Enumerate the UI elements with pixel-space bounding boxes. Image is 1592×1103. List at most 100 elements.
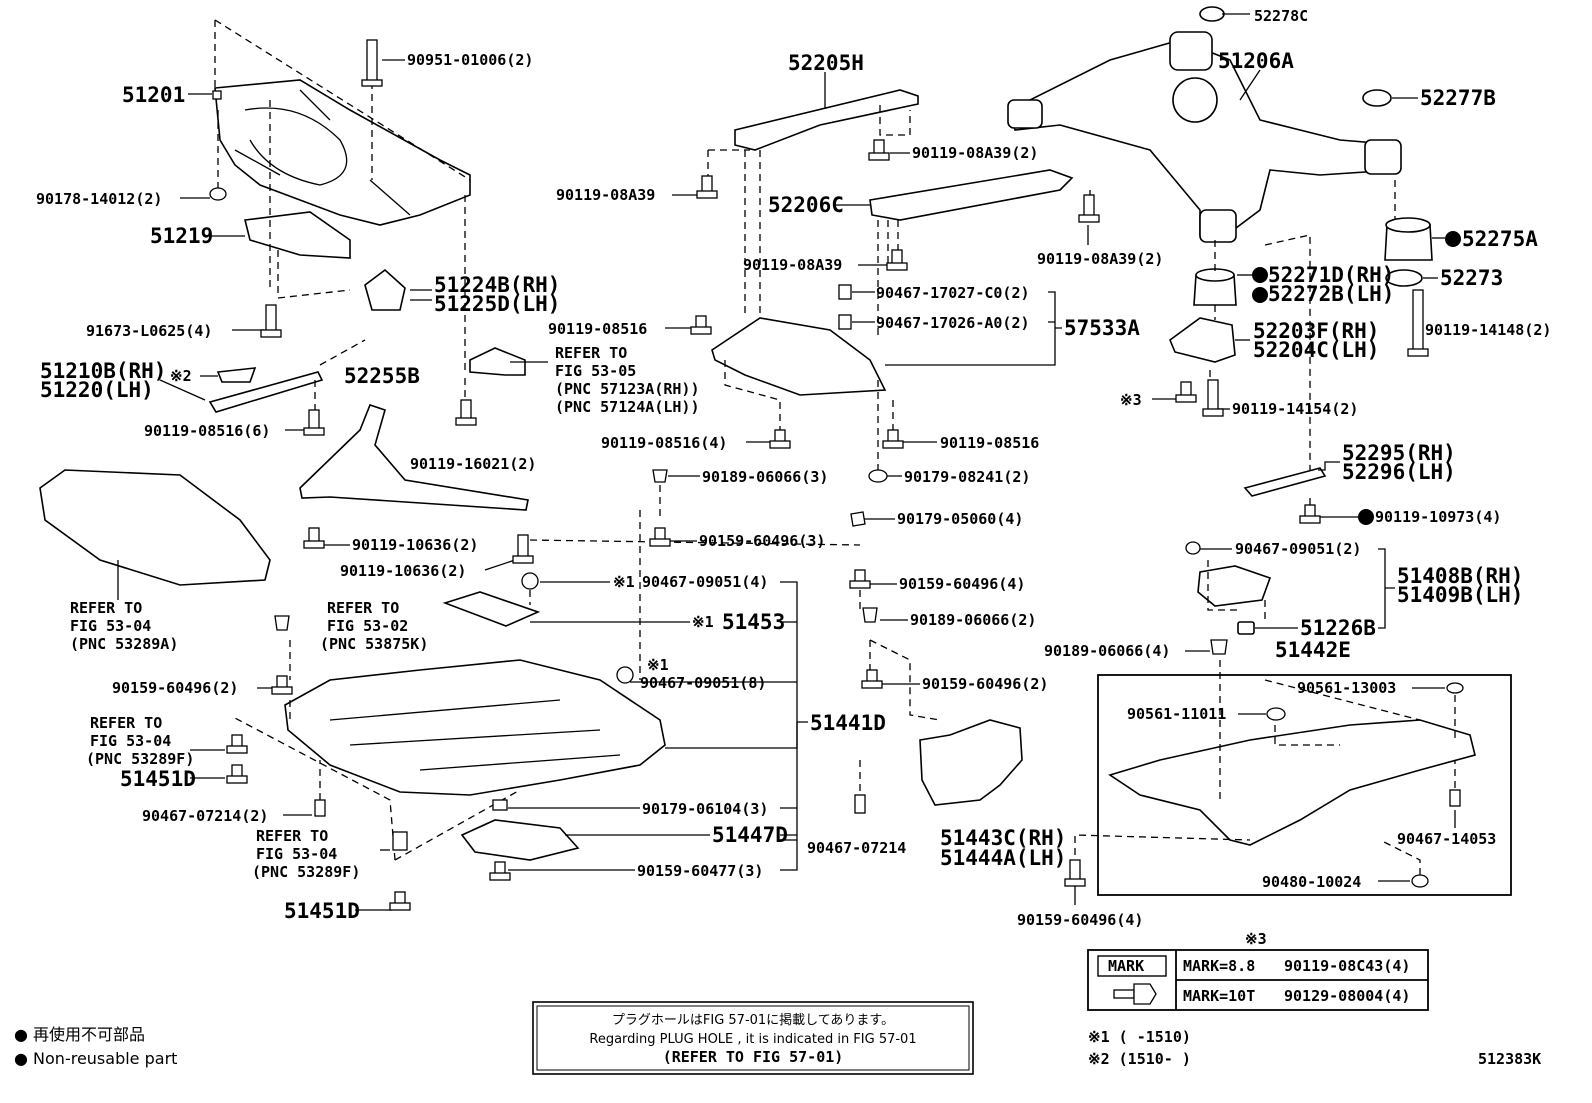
label-51453: 51453 — [722, 610, 785, 634]
connection-lines — [214, 19, 1456, 878]
refer-53-04a-line1: REFER TO — [70, 599, 142, 617]
mark-row2-mark: MARK=10T — [1183, 987, 1255, 1005]
footnote-2: ※2 (1510- ) — [1088, 1050, 1191, 1068]
plug-note-line3: (REFER TO FIG 57-01) — [663, 1048, 844, 1066]
plug-hole-note: プラグホールはFIG 57-01に掲載してあります。 Regarding PLU… — [532, 1001, 974, 1075]
refer-53-04c-line2: FIG 53-04 — [256, 845, 337, 863]
label-51201: 51201 — [122, 83, 185, 107]
label-90480-10024: 90480-10024 — [1262, 873, 1361, 891]
label-mark-1a: ※1 — [613, 573, 635, 591]
label-90467-07214: 90467-07214 — [807, 839, 906, 857]
label-90119-16021: 90119-16021(2) — [410, 455, 536, 473]
label-51451D-b: 51451D — [284, 899, 360, 923]
mark-row1-part: 90119-08C43(4) — [1284, 957, 1410, 975]
label-90179-05060: 90179-05060(4) — [897, 510, 1023, 528]
fasteners — [209, 39, 1464, 911]
label-90119-08516-4: 90119-08516(4) — [601, 434, 727, 452]
plug-note-line2: Regarding PLUG HOLE , it is indicated in… — [589, 1032, 916, 1047]
refer-53-04b-line2: FIG 53-04 — [90, 732, 171, 750]
label-51224B: 51224B(RH) — [434, 273, 560, 297]
label-51442E: 51442E — [1275, 638, 1351, 662]
label-51443C: 51443C(RH) — [940, 826, 1066, 850]
label-51206A: 51206A — [1218, 49, 1294, 73]
refer-53-02-line1: REFER TO — [327, 599, 399, 617]
label-90178-14012: 90178-14012(2) — [36, 190, 162, 208]
label-90179-06104: 90179-06104(3) — [642, 800, 768, 818]
part-drawings — [39, 6, 1512, 896]
leader-lines — [117, 13, 1456, 911]
label-90159-60477: 90159-60477(3) — [637, 862, 763, 880]
refer-53-02-line3: (PNC 53875K) — [320, 635, 428, 653]
refer-53-04b-line1: REFER TO — [90, 714, 162, 732]
label-52204C: 52204C(LH) — [1253, 338, 1379, 362]
refer-53-05-line2: FIG 53-05 — [555, 362, 636, 380]
label-90189-06066-4: 90189-06066(4) — [1044, 642, 1170, 660]
label-52272B: 52272B(LH) — [1268, 282, 1394, 306]
plug-note-line1: プラグホールはFIG 57-01に掲載してあります。 — [612, 1012, 894, 1028]
label-mark-3: ※3 — [1120, 391, 1142, 409]
nonreusable-markers — [1252, 231, 1461, 525]
mark-label: MARK — [1108, 957, 1144, 975]
label-51408B: 51408B(RH) — [1397, 564, 1523, 588]
footnote-1: ※1 ( -1510) — [1088, 1028, 1191, 1046]
label-51219: 51219 — [150, 224, 213, 248]
refer-53-04a-line3: (PNC 53289A) — [70, 635, 178, 653]
refer-53-05-line3: (PNC 57123A(RH)) — [555, 380, 700, 398]
legend-en: ● Non-reusable part — [14, 1049, 177, 1068]
label-mark-1c: ※1 — [647, 656, 669, 674]
legend: ● 再使用不可部品 ● Non-reusable part — [14, 1025, 177, 1068]
label-90467-17027: 90467-17027-C0(2) — [876, 284, 1030, 302]
label-52205H: 52205H — [788, 51, 864, 75]
figure-id: 512383K — [1478, 1050, 1541, 1068]
bolt-head-icon — [1113, 983, 1157, 1005]
label-90189-06066-2: 90189-06066(2) — [910, 611, 1036, 629]
label-90119-08A39-d: 90119-08A39(2) — [1037, 250, 1163, 268]
label-90467-09051-4: 90467-09051(4) — [642, 573, 768, 591]
legend-jp: ● 再使用不可部品 — [14, 1025, 145, 1044]
label-52296: 52296(LH) — [1342, 460, 1456, 484]
label-90467-09051-8: 90467-09051(8) — [640, 674, 766, 692]
label-52277B: 52277B — [1420, 86, 1496, 110]
label-90159-60496-2b: 90159-60496(2) — [922, 675, 1048, 693]
label-52271D: 52271D(RH) — [1268, 263, 1394, 287]
label-52278C: 52278C — [1254, 7, 1308, 25]
label-51441D: 51441D — [810, 711, 886, 735]
label-52203F: 52203F(RH) — [1253, 319, 1379, 343]
label-51225D: 51225D(LH) — [434, 292, 560, 316]
label-90467-17026: 90467-17026-A0(2) — [876, 314, 1030, 332]
label-90119-08A39-b: 90119-08A39 — [556, 186, 655, 204]
label-90561-13003: 90561-13003 — [1297, 679, 1396, 697]
label-90159-60496-4b: 90159-60496(4) — [1017, 911, 1143, 929]
label-90119-08516-a: 90119-08516 — [548, 320, 647, 338]
label-90119-14148: 90119-14148(2) — [1425, 321, 1551, 339]
label-51444A: 51444A(LH) — [940, 846, 1066, 870]
label-90119-08516-6: 90119-08516(6) — [144, 422, 270, 440]
label-90119-10636-b: 90119-10636(2) — [340, 562, 466, 580]
label-90119-08A39-a: 90119-08A39(2) — [912, 144, 1038, 162]
label-51226B: 51226B — [1300, 616, 1376, 640]
label-90179-08241: 90179-08241(2) — [904, 468, 1030, 486]
label-90119-10636-a: 90119-10636(2) — [352, 536, 478, 554]
label-mark-1b: ※1 — [692, 613, 714, 631]
part-labels: 52278C 90951-01006(2) 51201 52205H 51206… — [36, 7, 1551, 929]
label-90189-06066-3: 90189-06066(3) — [702, 468, 828, 486]
label-90119-08516-b: 90119-08516 — [940, 434, 1039, 452]
label-90467-14053: 90467-14053 — [1397, 830, 1496, 848]
mark-table: ※3 MARK MARK=8.8 90119-08C43(4) MARK=10T… — [1087, 930, 1429, 1011]
mark-row1-mark: MARK=8.8 — [1183, 957, 1255, 975]
refer-53-04c-line1: REFER TO — [256, 827, 328, 845]
footnotes: ※1 ( -1510) ※2 (1510- ) 512383K — [1088, 1028, 1541, 1068]
label-52295: 52295(RH) — [1342, 441, 1456, 465]
label-90119-08A39-c: 90119-08A39 — [743, 256, 842, 274]
label-52206C: 52206C — [768, 193, 844, 217]
label-90119-10973: 90119-10973(4) — [1375, 508, 1501, 526]
refer-53-04c-line3: (PNC 53289F) — [252, 863, 360, 881]
label-90467-09051-2: 90467-09051(2) — [1235, 540, 1361, 558]
label-52255B: 52255B — [344, 364, 420, 388]
label-90159-60496-4: 90159-60496(4) — [899, 575, 1025, 593]
label-52275A: 52275A — [1462, 227, 1538, 251]
label-51210B: 51210B(RH) — [40, 359, 166, 383]
refer-53-02-line2: FIG 53-02 — [327, 617, 408, 635]
label-91673-L0625: 91673-L0625(4) — [86, 322, 212, 340]
